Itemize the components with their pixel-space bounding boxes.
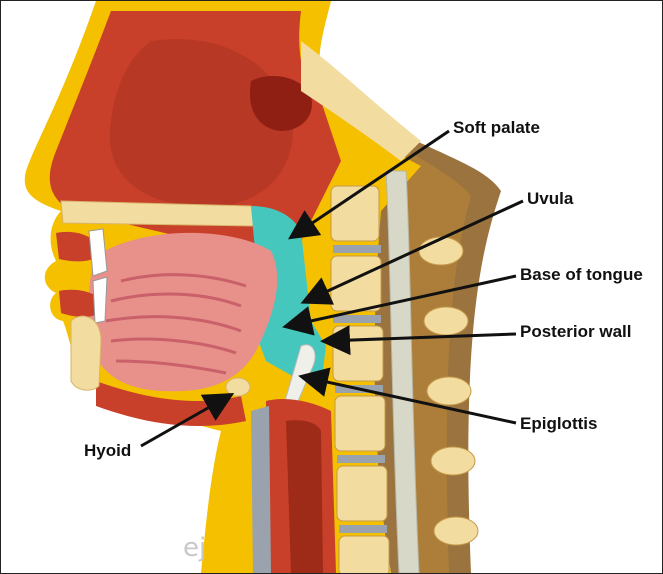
label-soft-palate: Soft palate <box>453 118 540 138</box>
label-base-of-tongue: Base of tongue <box>520 265 643 285</box>
publisher-logo: ej <box>183 533 206 563</box>
trachea-lumen <box>286 420 323 573</box>
mandible <box>71 316 101 390</box>
label-epiglottis: Epiglottis <box>520 414 597 434</box>
label-hyoid: Hyoid <box>84 441 131 461</box>
label-uvula: Uvula <box>527 189 573 209</box>
label-posterior-wall: Posterior wall <box>520 322 631 342</box>
esophagus-wall <box>251 406 271 573</box>
hyoid-bone <box>226 378 250 396</box>
lower-incisor <box>93 277 107 323</box>
